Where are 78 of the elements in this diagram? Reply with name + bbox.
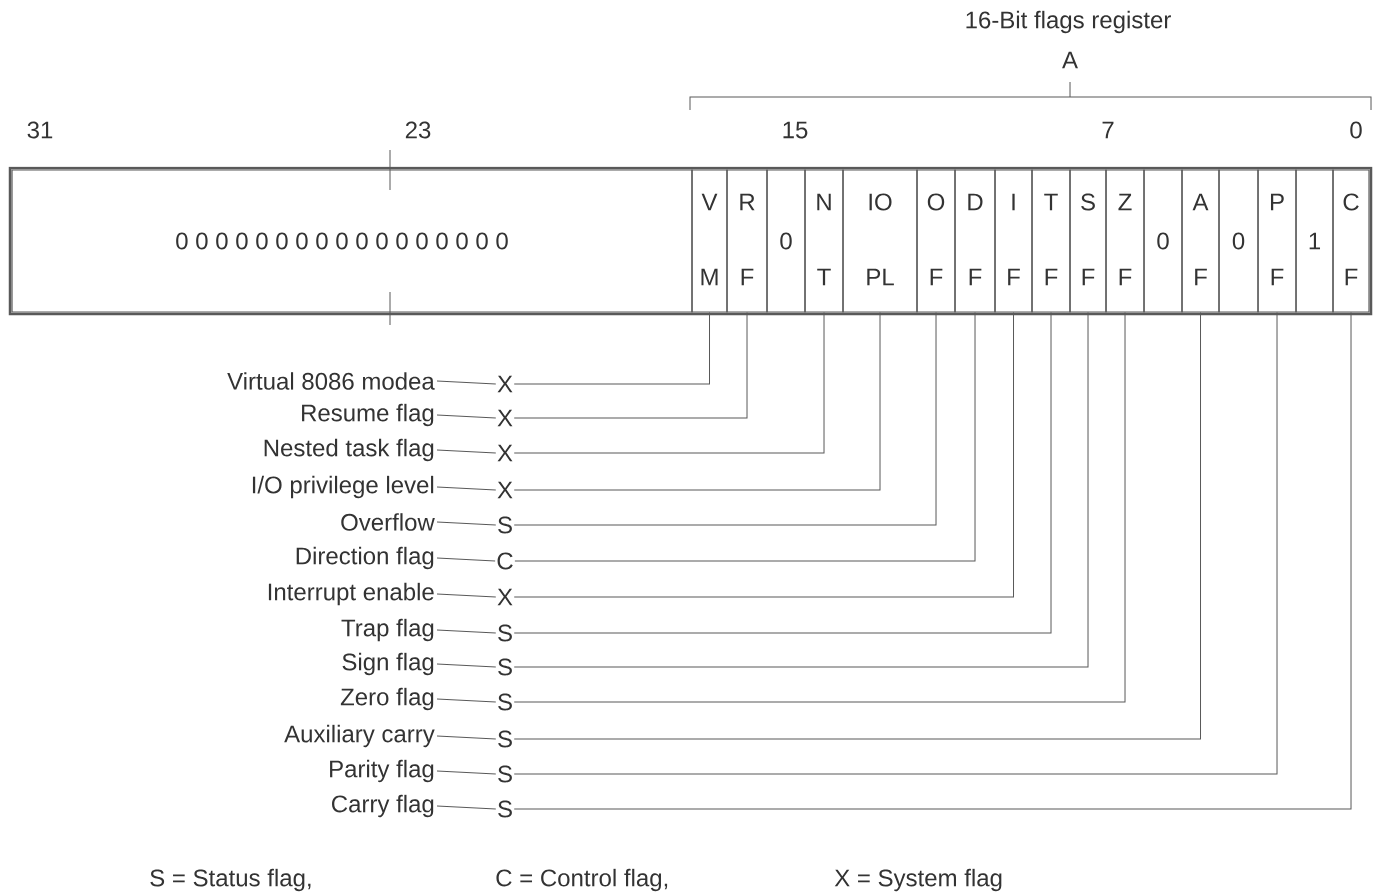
flag-name: I/O privilege level — [252, 475, 434, 499]
flag-type: S — [498, 693, 512, 711]
leader-line — [436, 805, 497, 810]
flag-type: X — [497, 444, 513, 462]
leader-line — [436, 521, 497, 526]
register-cell: A F — [1181, 169, 1220, 313]
key-text: X = System flag — [834, 868, 1002, 892]
bracket-label: 16-Bit flags register — [966, 10, 1171, 34]
leader-line — [513, 312, 1278, 775]
register-cell: T F — [1031, 169, 1071, 313]
bit-number: 31 — [27, 121, 53, 139]
leader-line — [513, 312, 710, 385]
leader-line — [513, 312, 1352, 810]
flag-name: Carry flag — [332, 794, 434, 818]
flag-name: Trap flag — [341, 618, 434, 642]
leader-line — [436, 449, 497, 454]
bit-number: 15 — [783, 121, 808, 139]
flag-name: Zero flag — [340, 687, 434, 711]
flag-type: X — [497, 481, 513, 499]
flag-name: Overflow — [341, 513, 435, 531]
register-cell: O F — [916, 169, 956, 313]
leader-line — [436, 698, 497, 703]
leader-line — [436, 629, 497, 634]
leader-line — [513, 312, 748, 419]
register-cell: D F — [954, 169, 996, 313]
leader-line — [514, 312, 976, 562]
leader-line — [436, 486, 497, 491]
register-cell: N T — [804, 169, 844, 313]
register-cell: R F — [726, 169, 768, 313]
register-cell: P F — [1257, 169, 1297, 313]
zero-field: 0 0 0 0 0 0 0 0 0 0 0 0 0 0 0 0 0 — [11, 169, 693, 313]
register-cell: IO PL — [842, 169, 918, 313]
bit-number: 23 — [405, 121, 431, 139]
flag-type: S — [498, 658, 512, 676]
register-cell: C F — [1332, 169, 1370, 313]
flag-type: S — [498, 765, 512, 783]
bit-number: 0 — [1350, 121, 1362, 139]
register-cell: V M — [691, 169, 728, 313]
register-cell: 1 — [1295, 169, 1334, 313]
flag-name: Direction flag — [296, 546, 434, 570]
leader-line — [513, 312, 1052, 634]
register-cell: 0 — [1143, 169, 1183, 313]
flag-type: C — [497, 552, 513, 570]
leader-line — [436, 593, 497, 598]
register-cell: Z F — [1105, 169, 1145, 313]
register-cell: I F — [994, 169, 1033, 313]
leader-line — [513, 312, 825, 454]
key-text: S = Status flag, — [150, 868, 311, 892]
register-cell: 0 — [1218, 169, 1259, 313]
leader-line — [513, 312, 1201, 740]
flag-type: S — [498, 730, 512, 748]
flag-name: Sign flag — [342, 652, 434, 676]
leader-line — [513, 312, 1014, 598]
bracket-label: A — [1062, 51, 1078, 69]
flag-type: X — [497, 588, 513, 606]
leader-line — [436, 735, 497, 740]
register-cell: 0 — [766, 169, 806, 313]
leader-line — [513, 312, 937, 526]
flag-type: X — [497, 375, 513, 393]
flag-type: S — [498, 516, 512, 534]
flag-name: Resume flag — [302, 403, 434, 427]
flag-name: Virtual 8086 modea — [227, 372, 435, 390]
leader-line — [436, 380, 497, 385]
flag-type: S — [498, 800, 512, 818]
leader-line — [436, 663, 497, 668]
flag-type: X — [497, 409, 513, 427]
flag-name: Interrupt enable — [268, 582, 434, 606]
bit-number: 7 — [1102, 121, 1114, 139]
key-text: C = Control flag, — [496, 868, 668, 892]
leader-line — [513, 312, 881, 491]
register-cell: S F — [1069, 169, 1107, 313]
leader-line — [436, 557, 496, 562]
flag-name: Parity flag — [330, 759, 434, 783]
flag-type: S — [498, 624, 512, 642]
leader-line — [436, 770, 497, 775]
leader-line — [436, 414, 497, 419]
flag-name: Auxiliary carry — [284, 724, 435, 748]
flag-name: Nested task flag — [264, 438, 434, 462]
